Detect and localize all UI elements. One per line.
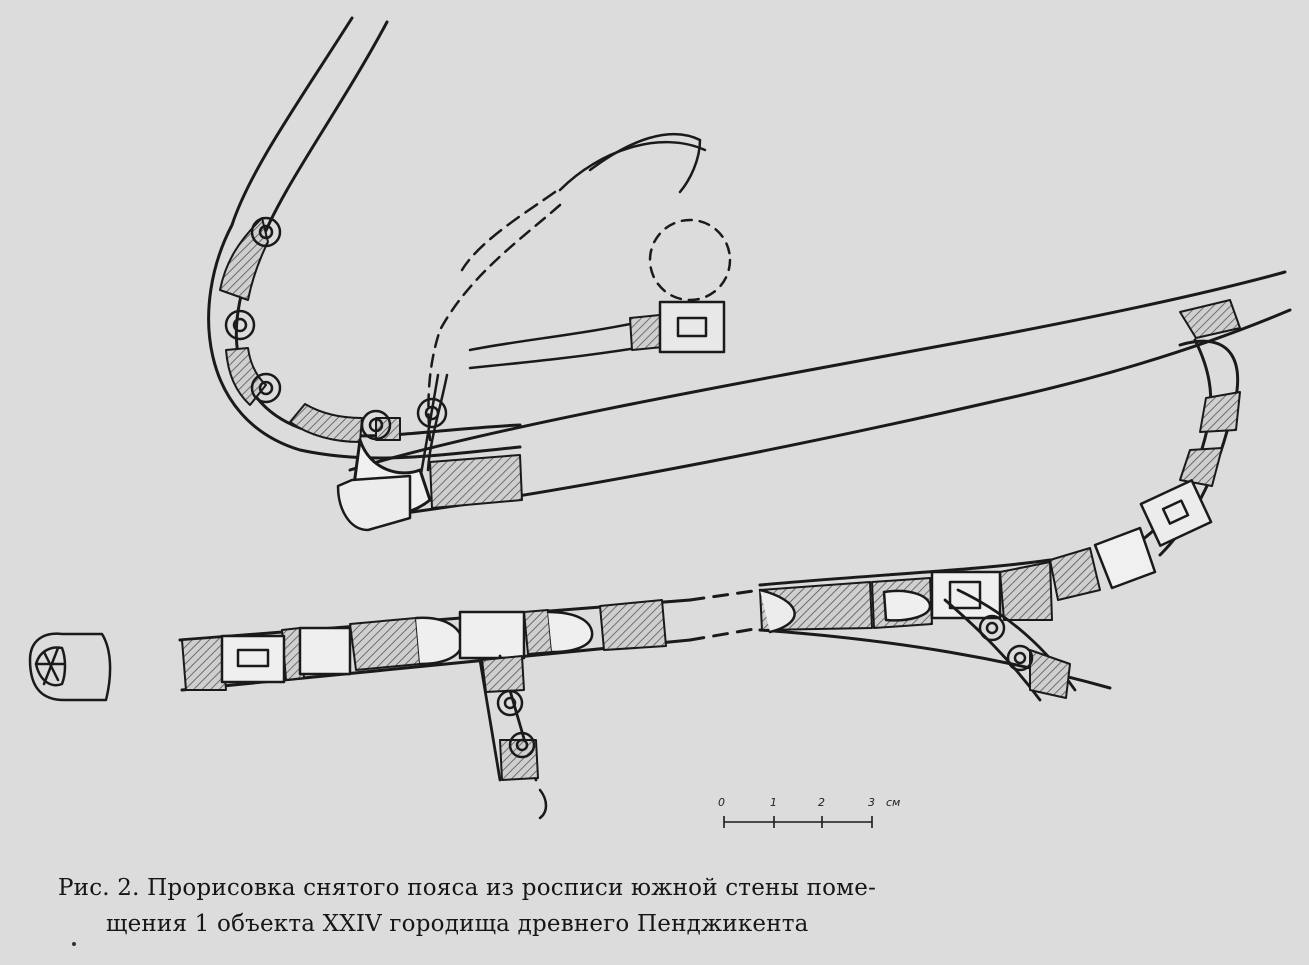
scale-unit: см xyxy=(886,796,900,809)
scale-tick-1: 1 xyxy=(770,796,777,809)
diagonal-strap xyxy=(336,270,1292,532)
lower-pendant-strap xyxy=(478,654,548,820)
right-pendant-strap xyxy=(943,588,1077,702)
belt-end-tip xyxy=(28,632,112,702)
upper-hook-strap xyxy=(207,16,522,460)
caption-line-1: Рис. 2. Прорисовка снятого пояса из росп… xyxy=(58,875,877,901)
scale-tick-3: 3 xyxy=(868,796,875,809)
right-loop-strap xyxy=(1018,338,1241,601)
caption-line-2: щения 1 объекта XXIV городища древнего П… xyxy=(106,911,809,937)
scale-tick-0: 0 xyxy=(718,796,725,809)
scale-tick-2: 2 xyxy=(818,796,825,809)
scale-bar: 0 1 2 3 см xyxy=(718,796,900,828)
lower-belt-plates xyxy=(220,570,1002,684)
print-speck xyxy=(72,942,76,946)
figure-caption: Рис. 2. Прорисовка снятого пояса из росп… xyxy=(58,870,1258,942)
buckle-plate-top xyxy=(658,300,726,354)
